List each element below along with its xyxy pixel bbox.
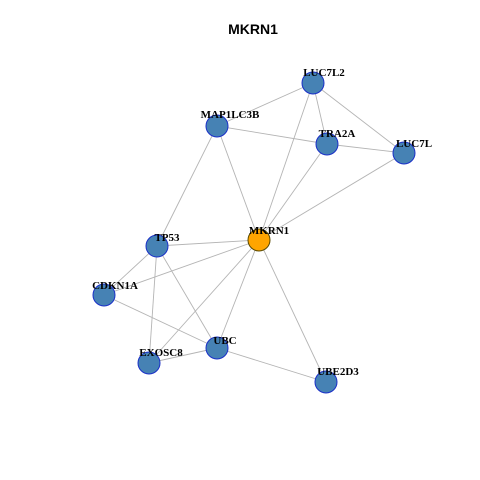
node-label-luc7l2: LUC7L2: [303, 67, 345, 79]
edge-ubc-exosc8: [148, 347, 218, 364]
edge-luc7l2-mkrn1: [258, 82, 314, 241]
node-label-mkrn1: MKRN1: [249, 225, 289, 237]
edge-luc7l2-luc7l: [312, 82, 405, 154]
node-tra2a[interactable]: [315, 132, 339, 156]
edge-map1lc3b-mkrn1: [216, 125, 260, 241]
node-luc7l2[interactable]: [301, 71, 325, 95]
node-ube2d3[interactable]: [314, 370, 338, 394]
node-label-tra2a: TRA2A: [319, 128, 356, 140]
node-label-ubc: UBC: [213, 335, 236, 347]
edge-tra2a-mkrn1: [258, 143, 328, 241]
node-exosc8[interactable]: [137, 351, 161, 375]
edge-luc7l2-map1lc3b: [216, 82, 314, 127]
edge-cdkn1a-ubc: [103, 294, 218, 349]
node-label-cdkn1a: CDKN1A: [92, 280, 138, 292]
edge-mkrn1-ubc: [216, 239, 260, 349]
edge-tp53-cdkn1a: [103, 245, 158, 296]
node-mkrn1[interactable]: [247, 228, 271, 252]
edge-tp53-exosc8: [148, 245, 158, 364]
edge-ubc-ube2d3: [216, 347, 327, 383]
node-cdkn1a[interactable]: [92, 283, 116, 307]
edge-map1lc3b-tra2a: [216, 125, 328, 145]
edge-map1lc3b-tp53: [156, 125, 218, 247]
edge-mkrn1-exosc8: [148, 239, 260, 364]
edge-tp53-ubc: [156, 245, 218, 349]
node-label-ube2d3: UBE2D3: [317, 366, 359, 378]
edges-layer: [103, 82, 405, 383]
nodes-layer: [92, 71, 416, 394]
node-label-luc7l: LUC7L: [396, 138, 432, 150]
plot-title: MKRN1: [228, 21, 278, 37]
edge-tra2a-luc7l: [326, 143, 405, 154]
edge-luc7l-mkrn1: [258, 152, 405, 241]
node-tp53[interactable]: [145, 234, 169, 258]
node-label-map1lc3b: MAP1LC3B: [201, 109, 260, 121]
node-ubc[interactable]: [205, 336, 229, 360]
edge-mkrn1-ube2d3: [258, 239, 327, 383]
node-map1lc3b[interactable]: [205, 114, 229, 138]
edge-mkrn1-tp53: [156, 239, 260, 247]
node-label-tp53: TP53: [154, 232, 180, 244]
node-luc7l[interactable]: [392, 141, 416, 165]
node-label-exosc8: EXOSC8: [139, 347, 183, 359]
edge-mkrn1-cdkn1a: [103, 239, 260, 296]
